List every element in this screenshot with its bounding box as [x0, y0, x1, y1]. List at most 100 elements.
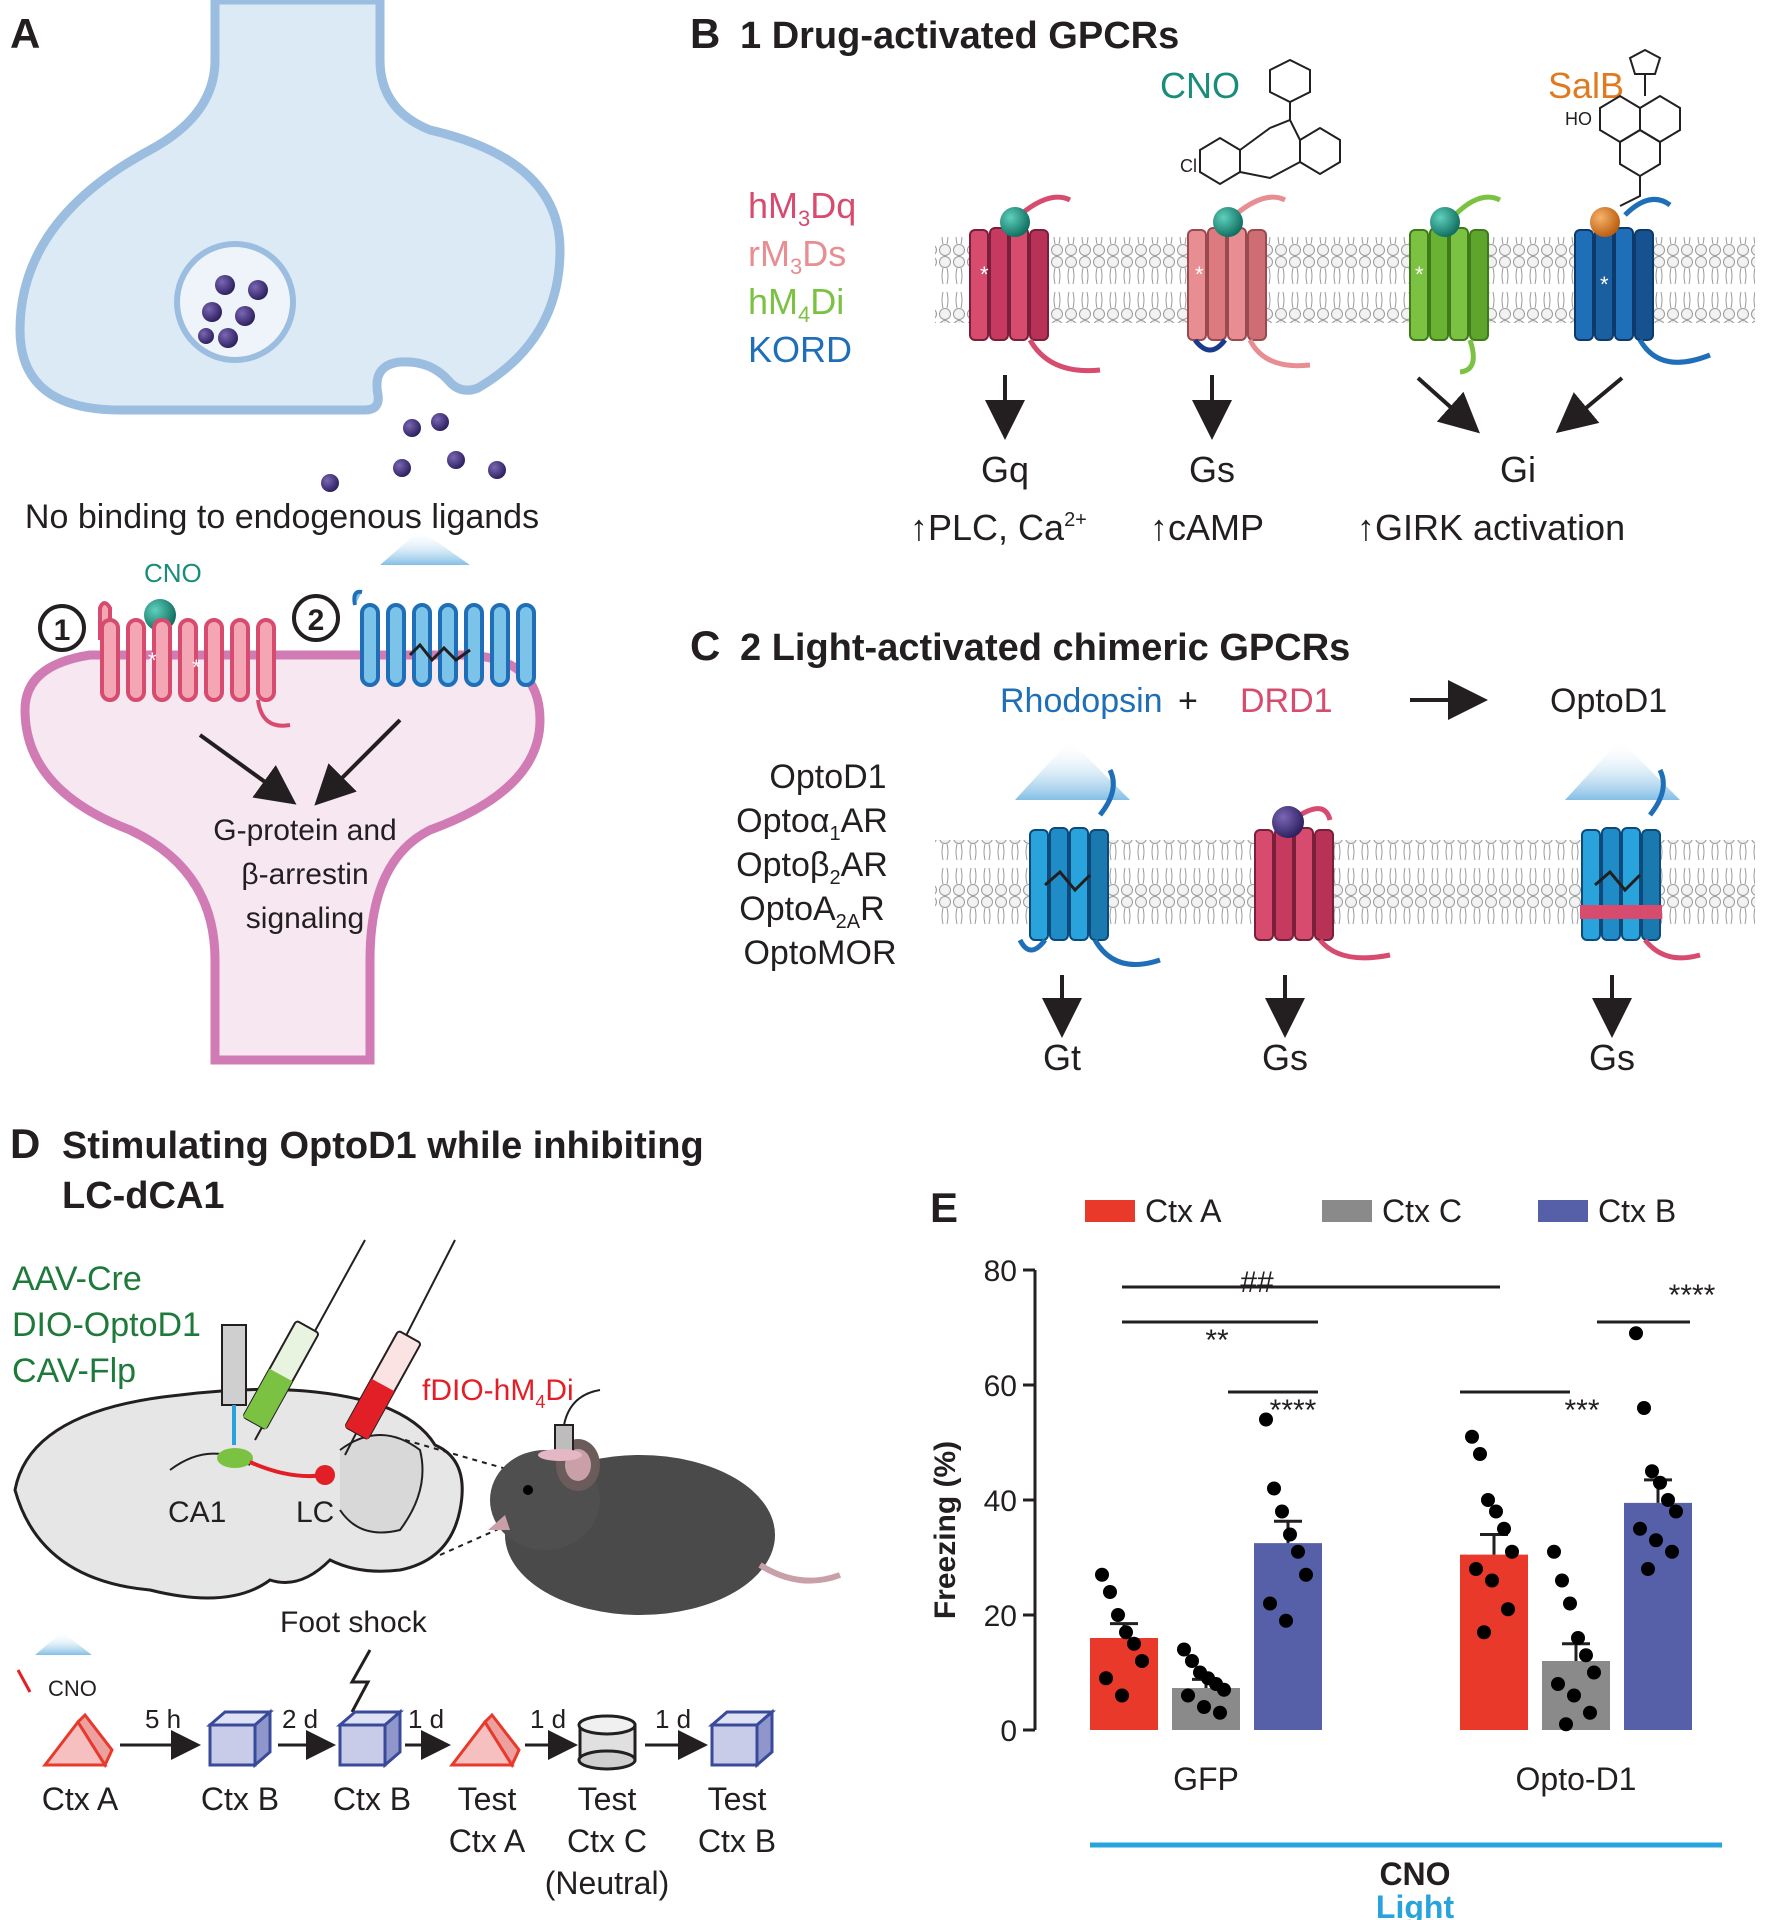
data-point [1263, 1596, 1277, 1611]
ctx-b-box-icon-1 [205, 1708, 275, 1769]
box-5-l2: Ctx B [698, 1823, 776, 1859]
data-point [1299, 1567, 1313, 1582]
box-1-l1: Ctx B [201, 1781, 279, 1817]
ca1-label: CA1 [168, 1496, 226, 1529]
syringe-red-icon [344, 1239, 456, 1456]
legend-swatch [1538, 1200, 1588, 1222]
box-4-l2: Ctx C [567, 1823, 647, 1859]
data-point [1629, 1326, 1643, 1341]
data-point [1547, 1544, 1561, 1559]
lc-label: LC [296, 1496, 334, 1529]
cno-syringe-icon [16, 1669, 32, 1693]
box-0-l1: Ctx A [42, 1781, 119, 1817]
data-point [1469, 1562, 1483, 1576]
data-point [1477, 1625, 1491, 1640]
number-2: 2 [308, 604, 325, 637]
dio-optod1-label: DIO-OptoD1 [12, 1306, 201, 1344]
bar [1090, 1638, 1158, 1730]
data-point [1489, 1504, 1503, 1519]
data-point [1501, 1602, 1515, 1617]
step-label-4: 1 d [530, 1704, 566, 1734]
plus-sign: + [1178, 682, 1198, 720]
box-3-l2: Ctx A [449, 1823, 526, 1859]
step-label-3: 1 d [408, 1704, 444, 1734]
panel-d-title-1: Stimulating OptoD1 while inhibiting [62, 1125, 704, 1167]
cno-indicator-label: CNO [48, 1676, 97, 1701]
sig-hash: ## [1240, 1266, 1274, 1299]
data-point [1633, 1521, 1647, 1536]
cerebellum [339, 1434, 424, 1534]
plc-label: ↑PLC, Ca2+ [910, 507, 1087, 548]
data-point [1481, 1493, 1495, 1507]
data-point [1267, 1481, 1281, 1496]
data-point [1119, 1625, 1133, 1640]
girk-label: ↑GIRK activation [1357, 507, 1625, 548]
opto-list-1: Optoα1AR [736, 802, 888, 845]
data-point [1653, 1475, 1667, 1490]
data-point [1127, 1636, 1141, 1651]
data-point [1111, 1608, 1125, 1622]
data-point [1103, 1585, 1117, 1599]
test-ctx-b-box-icon [707, 1708, 777, 1769]
arrow-a-1 [198, 733, 297, 805]
data-point [1563, 1596, 1577, 1611]
sig-double-star: ** [1205, 1324, 1229, 1357]
legend-label: Ctx B [1598, 1193, 1676, 1229]
group-label: GFP [1173, 1761, 1239, 1797]
aav-cre-label: AAV-Cre [12, 1260, 142, 1298]
receptor-rm3ds-icon: * [1187, 194, 1311, 369]
receptor-hm3dq: hM3Dq [748, 185, 856, 231]
lc-region [315, 1465, 335, 1485]
ctx-a-box-icon [41, 1712, 114, 1769]
salb-structure-icon [1599, 48, 1681, 207]
ctx-b-box-icon-2 [335, 1708, 405, 1769]
optic-fiber [221, 1324, 247, 1406]
y-axis-label: Freezing (%) [929, 1441, 962, 1619]
receptor-hm3dq-icon: * [969, 194, 1101, 374]
box-2-l1: Ctx B [333, 1781, 411, 1817]
opto-list-3: OptoA2AR [739, 890, 884, 933]
panel-a-cno: CNO [144, 558, 202, 588]
presynaptic-terminal [15, 0, 565, 415]
data-point [1099, 1671, 1113, 1686]
light-indicator-icon [35, 1632, 92, 1655]
box-5-l1: Test [708, 1781, 767, 1817]
data-point [1115, 1688, 1129, 1703]
cl-atom: Cl [1180, 156, 1197, 176]
receptor-hm4di: hM4Di [748, 281, 844, 327]
svg-text:*: * [1415, 262, 1424, 287]
data-point [1583, 1705, 1597, 1720]
optod1-chimera-icon [1580, 768, 1701, 961]
sig-quad-star-opto: **** [1669, 1279, 1716, 1312]
data-point [1555, 1573, 1569, 1588]
receptor-rm3ds: rM3Ds [748, 233, 846, 279]
step-label-5: 1 d [655, 1704, 691, 1734]
asterisk-1: * [148, 648, 157, 673]
number-1-badge [38, 604, 86, 652]
y-tick-label: 40 [984, 1485, 1017, 1518]
retinal-chromophore [408, 642, 471, 663]
y-tick-label: 0 [1000, 1715, 1017, 1748]
box-3-l1: Test [458, 1781, 517, 1817]
data-point [1641, 1562, 1655, 1576]
syringe-green-icon [242, 1239, 366, 1441]
neurotransmitter-molecules [198, 275, 506, 492]
data-point [1095, 1567, 1109, 1582]
ca1-region [217, 1448, 253, 1468]
y-tick-label: 20 [984, 1600, 1017, 1633]
data-point [1473, 1447, 1487, 1461]
step-label-1: 5 h [145, 1704, 181, 1734]
light-cone-rhodopsin [1015, 740, 1130, 800]
rhodopsin-label: Rhodopsin [1000, 682, 1163, 720]
sig-triple-star: *** [1564, 1394, 1599, 1427]
svg-text:*: * [980, 262, 989, 287]
data-point [1197, 1700, 1211, 1714]
svg-text:*: * [1600, 272, 1609, 297]
panel-b-label: B [690, 10, 720, 57]
lightning-icon [349, 1649, 372, 1713]
step-label-2: 2 d [282, 1704, 318, 1734]
data-point [1283, 1527, 1297, 1542]
data-point [1135, 1654, 1149, 1668]
